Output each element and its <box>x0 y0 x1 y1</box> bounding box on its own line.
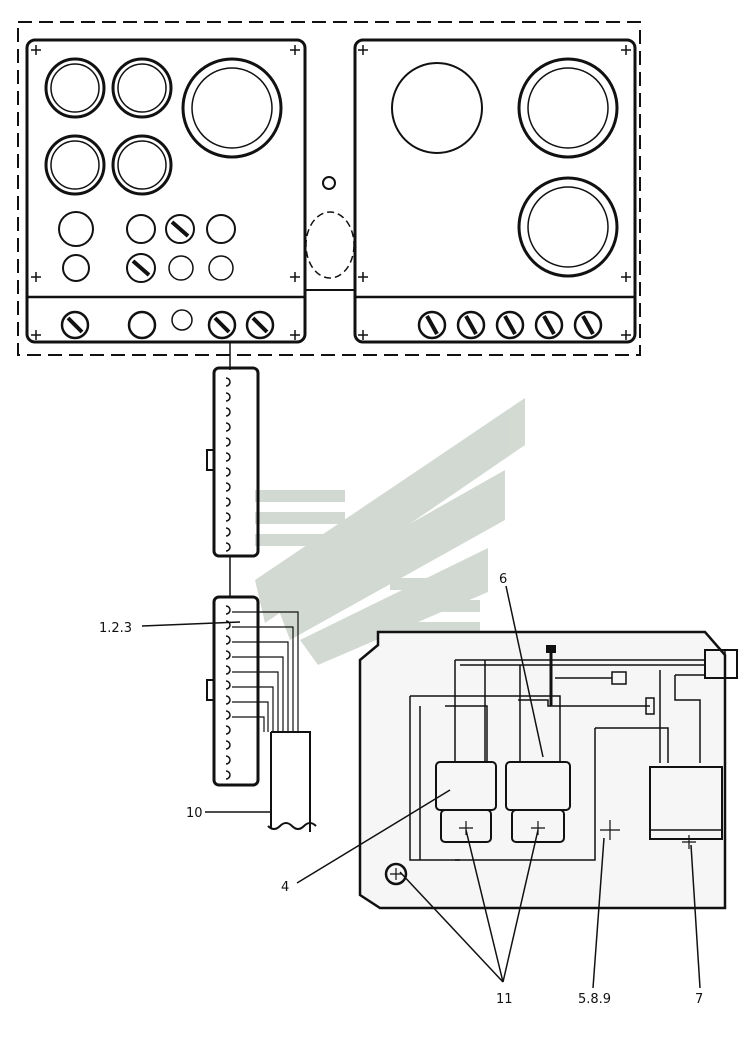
left-instrument-panel <box>25 38 307 344</box>
terminal-strip-upper <box>206 366 260 558</box>
label-ref-11: 11 <box>496 992 513 1007</box>
terminal-strip-lower <box>206 595 260 787</box>
label-ref-10: 10 <box>186 806 203 821</box>
cable-bundle <box>267 731 317 832</box>
label-ref-4: 4 <box>281 880 289 895</box>
mounting-crosses <box>31 45 631 340</box>
dashboard-outline <box>17 21 641 356</box>
label-ref-7: 7 <box>695 992 703 1007</box>
label-ref-589: 5.8.9 <box>578 992 611 1007</box>
control-box <box>358 630 738 910</box>
label-ref-123: 1.2.3 <box>99 621 132 636</box>
right-instrument-panel <box>353 38 637 344</box>
center-connector <box>305 176 355 291</box>
label-ref-6: 6 <box>499 572 507 587</box>
lower-strip-wires <box>232 611 299 732</box>
watermark-logo <box>255 398 525 665</box>
leader-lines <box>141 585 701 989</box>
